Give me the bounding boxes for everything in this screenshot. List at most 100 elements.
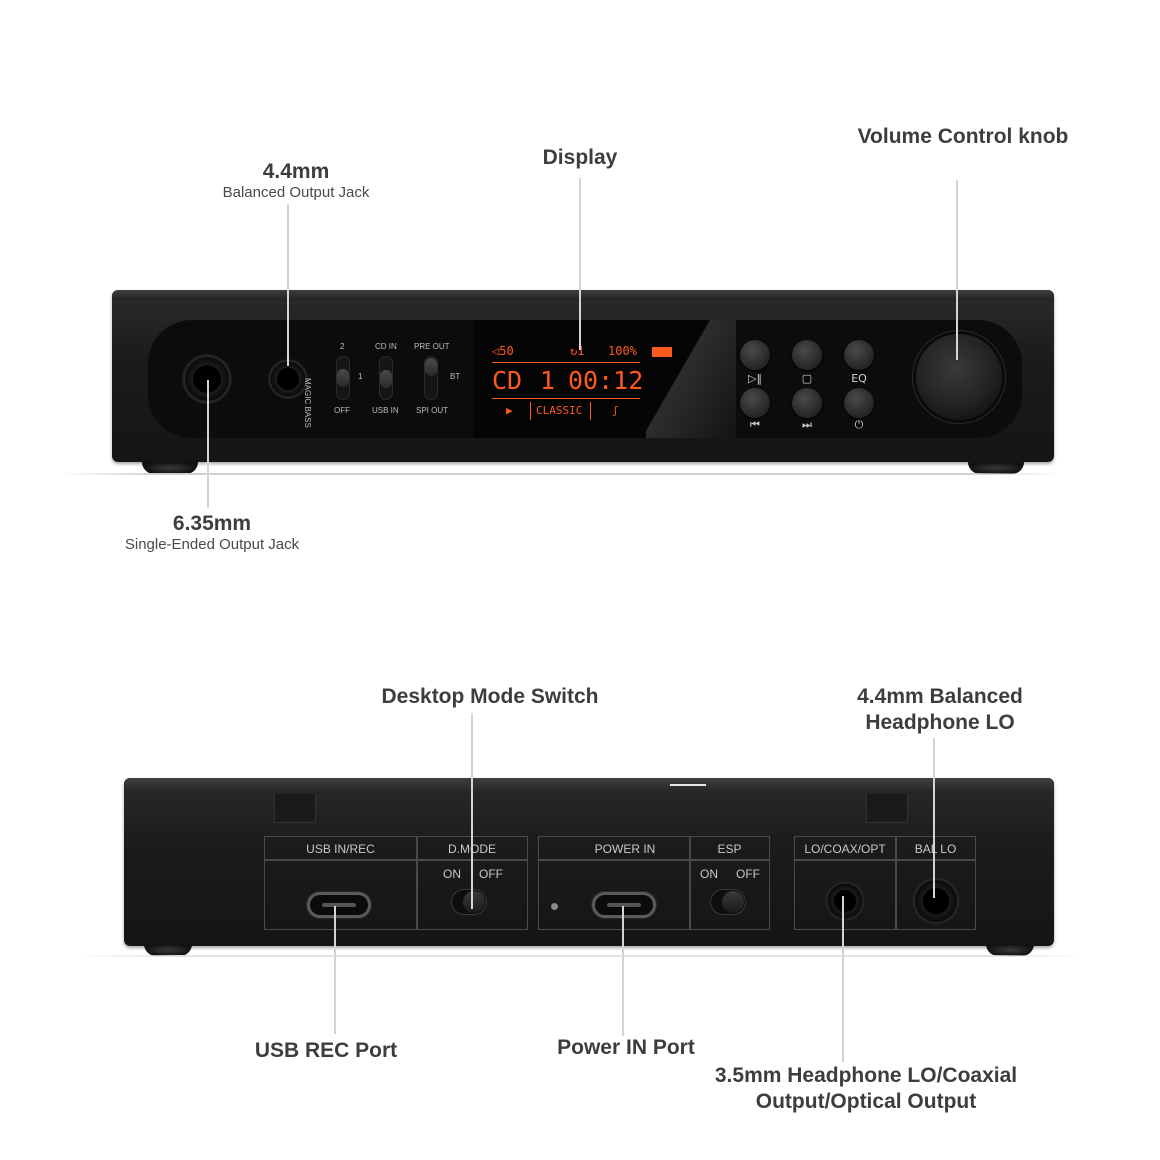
toggle-knob bbox=[722, 891, 744, 913]
magic-bass-label: MAGIC BASS bbox=[303, 378, 312, 428]
next-button[interactable] bbox=[792, 388, 822, 418]
single-ended-jack-callout-title: 6.35mm bbox=[172, 512, 252, 535]
volume-knob-leader bbox=[956, 180, 958, 360]
esp-switch[interactable] bbox=[710, 889, 746, 915]
power-in-leader bbox=[622, 906, 624, 1036]
usb-port-tongue bbox=[607, 903, 641, 907]
d-mode-on-label: ON bbox=[443, 867, 461, 881]
display-mode: CD bbox=[492, 366, 523, 395]
previous-button[interactable] bbox=[740, 388, 770, 418]
slider-thumb bbox=[337, 369, 349, 387]
input-select-slider[interactable] bbox=[379, 356, 393, 400]
stop-button[interactable] bbox=[792, 340, 822, 370]
balanced-lo-jack[interactable] bbox=[912, 877, 960, 925]
display-track: 1 bbox=[540, 366, 556, 395]
usb-dmode-divider bbox=[416, 837, 418, 929]
display-divider-bottom bbox=[492, 398, 640, 399]
output-header-line bbox=[795, 859, 975, 861]
eq-button[interactable] bbox=[844, 340, 874, 370]
display-leader bbox=[579, 178, 581, 350]
slider-thumb bbox=[380, 370, 392, 388]
power-button[interactable] bbox=[844, 388, 874, 418]
front-device: MAGIC BASS 2 1 OFF CD IN USB IN PRE OUT … bbox=[112, 290, 1054, 474]
lo-coax-opt-callout-line1: 3.5mm Headphone LO/Coaxial bbox=[714, 1064, 1018, 1087]
output-divider bbox=[895, 837, 897, 929]
usb-dmode-panel: USB IN/REC D.MODE ON OFF bbox=[264, 836, 528, 930]
power-esp-header-line bbox=[539, 859, 769, 861]
front-foot-right bbox=[968, 462, 1024, 474]
desktop-mode-callout-title: Desktop Mode Switch bbox=[381, 685, 599, 708]
display-repeat: ↻1 bbox=[570, 344, 585, 358]
play-pause-icon: ▷‖ bbox=[748, 372, 762, 385]
balanced-jack-callout-title: 4.4mm bbox=[262, 160, 330, 183]
esp-off-label: OFF bbox=[736, 867, 760, 881]
usb-in-label: USB IN bbox=[372, 406, 399, 415]
rear-top-indicator bbox=[670, 784, 706, 786]
display-divider-top bbox=[492, 362, 640, 363]
esp-label: ESP bbox=[717, 842, 742, 856]
rear-tab-right bbox=[866, 794, 908, 823]
display-sep-2 bbox=[590, 402, 591, 420]
desktop-mode-leader bbox=[471, 713, 473, 909]
balanced-jack-leader bbox=[287, 204, 289, 366]
next-icon: ⏭ bbox=[802, 418, 812, 431]
rear-foot-right bbox=[986, 944, 1034, 956]
slider-thumb bbox=[425, 358, 437, 376]
d-mode-off-label: OFF bbox=[479, 867, 503, 881]
desktop-mode-switch[interactable] bbox=[451, 889, 487, 915]
power-in-callout-title: Power IN Port bbox=[557, 1036, 695, 1059]
display-volume: ◁50 bbox=[492, 344, 514, 358]
balanced-lo-callout-line1: 4.4mm Balanced bbox=[857, 685, 1023, 708]
power-in-label: POWER IN bbox=[594, 842, 656, 856]
volume-control-knob[interactable] bbox=[916, 334, 1002, 420]
power-led-icon bbox=[551, 903, 558, 910]
eq-label: EQ bbox=[851, 372, 867, 385]
display-source-icon: ʃ bbox=[612, 404, 619, 417]
rear-foot-left bbox=[144, 944, 192, 956]
balanced-lo-leader bbox=[933, 738, 935, 898]
power-icon: ⏻ bbox=[854, 418, 864, 431]
bal-lo-label: BAL LO bbox=[914, 842, 957, 856]
previous-icon: ⏮ bbox=[750, 418, 760, 431]
pre-out-label: PRE OUT bbox=[414, 342, 450, 351]
balanced-jack-callout-subtitle: Balanced Output Jack bbox=[222, 184, 370, 201]
power-esp-panel: POWER IN ESP ON OFF bbox=[538, 836, 770, 930]
stop-icon: ▢ bbox=[801, 372, 813, 385]
usb-rec-leader bbox=[334, 906, 336, 1034]
display-battery: 100% bbox=[608, 344, 637, 358]
usb-port-tongue bbox=[322, 903, 356, 907]
power-esp-divider bbox=[689, 837, 691, 929]
esp-on-label: ON bbox=[700, 867, 718, 881]
magic-bass-slider[interactable] bbox=[336, 356, 350, 400]
front-shadow-line bbox=[60, 473, 1060, 475]
display-glare bbox=[646, 320, 736, 438]
lo-coax-opt-leader bbox=[842, 896, 844, 1062]
power-in-port[interactable] bbox=[595, 895, 653, 915]
output-panel: LO/COAX/OPT BAL LO bbox=[794, 836, 976, 930]
rear-device: USB IN/REC D.MODE ON OFF POWER IN ESP ON… bbox=[124, 778, 1054, 956]
bass-level-2: 2 bbox=[340, 342, 345, 351]
balanced-lo-callout-line2: Headphone LO bbox=[865, 711, 1015, 734]
volume-knob-callout-title: Volume Control knob bbox=[857, 125, 1069, 148]
usb-rec-port[interactable] bbox=[310, 895, 368, 915]
spi-out-label: SPI OUT bbox=[416, 406, 449, 415]
play-pause-button[interactable] bbox=[740, 340, 770, 370]
output-select-slider[interactable] bbox=[424, 356, 438, 400]
single-ended-jack-leader bbox=[207, 380, 209, 508]
usb-dmode-header-line bbox=[265, 859, 527, 861]
cd-in-label: CD IN bbox=[375, 342, 397, 351]
display-eq-preset: CLASSIC bbox=[536, 404, 583, 417]
front-foot-left bbox=[142, 462, 198, 474]
front-faceplate: MAGIC BASS 2 1 OFF CD IN USB IN PRE OUT … bbox=[148, 320, 1022, 438]
usb-in-rec-label: USB IN/REC bbox=[306, 842, 375, 856]
bass-level-1: 1 bbox=[358, 372, 363, 381]
rear-shadow-line bbox=[80, 955, 1080, 957]
bt-label: BT bbox=[450, 372, 461, 381]
lo-coax-opt-label: LO/COAX/OPT bbox=[804, 842, 886, 856]
usb-rec-callout-title: USB REC Port bbox=[254, 1039, 398, 1062]
rear-top-edge bbox=[124, 778, 1054, 794]
single-ended-jack-callout-subtitle: Single-Ended Output Jack bbox=[124, 536, 300, 553]
front-top-edge bbox=[112, 290, 1054, 300]
rear-tab-left bbox=[274, 794, 316, 823]
lo-coax-opt-jack[interactable] bbox=[825, 881, 865, 921]
